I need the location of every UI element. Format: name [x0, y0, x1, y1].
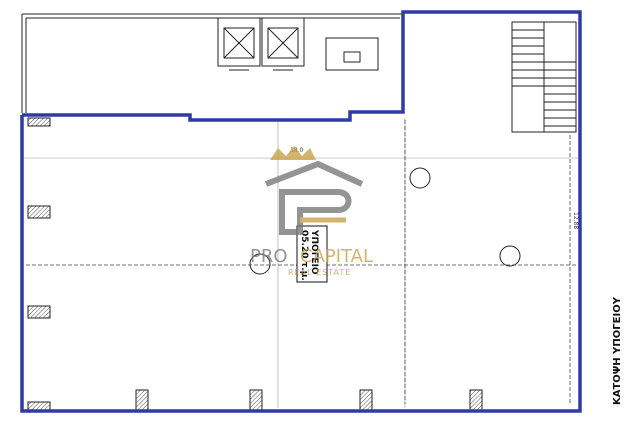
- round-column: [409, 167, 431, 189]
- column: [359, 389, 373, 411]
- round-columns: [249, 167, 521, 275]
- plan-title: ΚΑΤΟΨΗ ΥΠΟΓΕΙΟΥ: [612, 297, 623, 405]
- elevator-shaft-2: [261, 17, 305, 71]
- room-area: 05.20 τ.μ.: [299, 230, 309, 281]
- upper-level-outline: [21, 13, 403, 113]
- column: [135, 389, 149, 411]
- brand-name-left: PRO: [250, 246, 288, 267]
- column: [469, 389, 483, 411]
- crown-icon: [270, 146, 316, 160]
- house-icon: [264, 160, 364, 235]
- column: [249, 389, 263, 411]
- room-name: ΥΠΟΓΕΙΟ: [309, 229, 319, 275]
- room-label-box: ΥΠΟΓΕΙΟ 05.20 τ.μ.: [296, 225, 328, 283]
- dimension-right-label: 12.88: [572, 212, 579, 229]
- basement-walls: [20, 10, 582, 413]
- column: [27, 205, 51, 219]
- round-column: [249, 253, 271, 275]
- round-column: [499, 245, 521, 267]
- brand-tagline: REAL ESTATE: [288, 268, 351, 277]
- column: [27, 401, 51, 411]
- column: [27, 305, 51, 319]
- beam-lines: [26, 120, 576, 404]
- staircase: [511, 21, 577, 133]
- column: [27, 117, 51, 127]
- watermark-logo: PRO CAPITAL REAL ESTATE: [250, 146, 373, 277]
- brand-name-right: CAPITAL: [300, 246, 373, 267]
- elevator-shaft-1: [217, 17, 261, 71]
- structural-columns: [27, 117, 483, 411]
- service-room: [325, 37, 379, 71]
